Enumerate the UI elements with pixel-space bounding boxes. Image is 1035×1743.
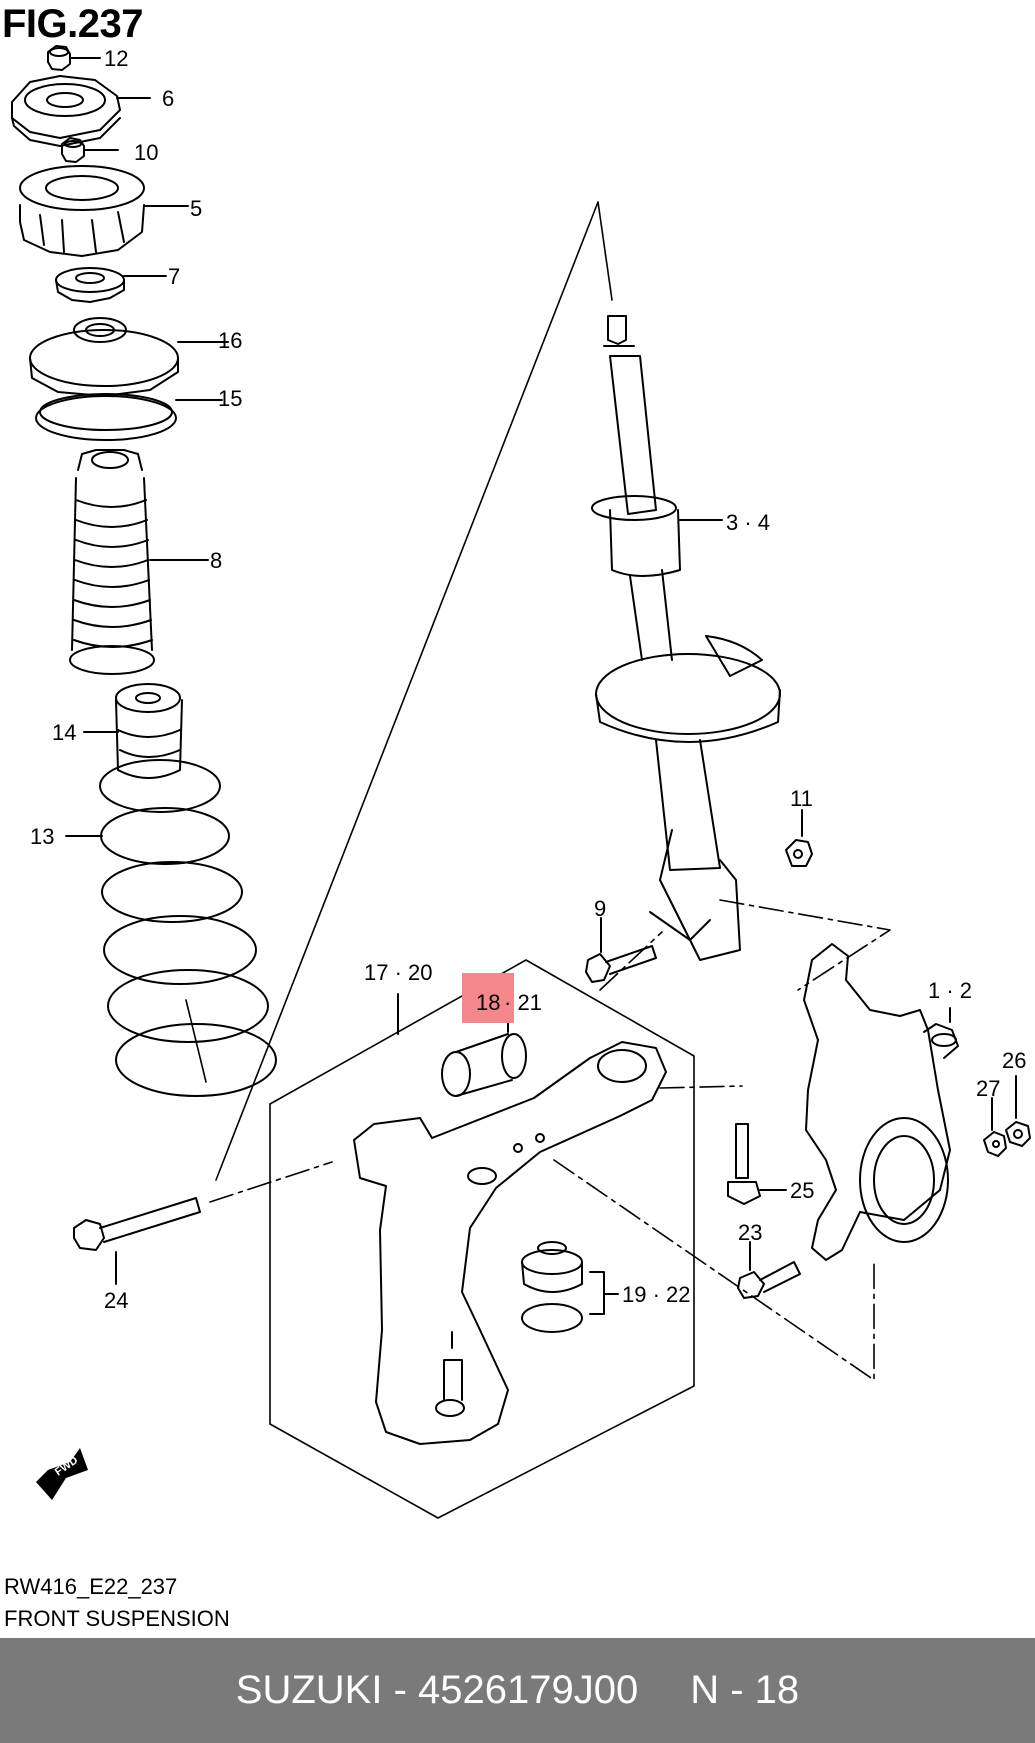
- assembly-pointer-line: [185, 201, 613, 1181]
- footer-brand-part: SUZUKI - 4526179J00: [235, 1668, 639, 1712]
- part-27-nut: [983, 1097, 1007, 1157]
- footer-bar: SUZUKI - 4526179J00 N - 18: [0, 1638, 1035, 1743]
- part-13-coil-spring: [65, 759, 277, 1097]
- callout-25: 25: [790, 1178, 814, 1203]
- callout-26: 26: [1002, 1048, 1026, 1073]
- callout-17-20: 17 · 20: [364, 960, 433, 985]
- callout-13: 13: [30, 824, 54, 849]
- callout-labels: 12 6 10 5 7 16 15 8 14 13 3 · 4 11 9 1 ·…: [30, 46, 1026, 1313]
- callout-18: 18: [476, 990, 500, 1015]
- callout-12: 12: [104, 46, 128, 71]
- callout-3-4: 3 · 4: [726, 510, 770, 535]
- callout-14: 14: [52, 720, 76, 745]
- part-10-nut: [61, 137, 119, 163]
- exploded-parts-diagram: FWD 12 6 10 5 7 16 15 8 14 13 3 · 4 11 9…: [11, 45, 1031, 1519]
- callout-27: 27: [976, 1076, 1000, 1101]
- lower-control-arm: [353, 1041, 667, 1445]
- part-15-insulator: [35, 393, 223, 441]
- callout-9: 9: [594, 896, 606, 921]
- part-18-21-bushing: [441, 1003, 527, 1097]
- lower-arm-group-box: [269, 959, 695, 1519]
- figure-title: FIG.237: [2, 2, 144, 46]
- part-12-nut: [47, 45, 101, 71]
- part-14-bump-stop: [83, 683, 183, 779]
- callout-21: · 21: [504, 990, 542, 1015]
- callout-1-2: 1 · 2: [928, 978, 972, 1003]
- diagram-code: RW416_E22_237: [4, 1574, 178, 1599]
- fwd-arrow-icon: FWD: [36, 1448, 88, 1500]
- callout-24: 24: [104, 1288, 128, 1313]
- callout-19-22: 19 · 22: [622, 1282, 691, 1307]
- part-7-bearing: [55, 267, 167, 303]
- part-1-2-steering-knuckle: [803, 943, 959, 1261]
- part-11-nut: [785, 809, 813, 867]
- part-3-4-strut: [591, 315, 781, 961]
- part-25-bolt: [727, 1123, 787, 1205]
- part-23-bolt: [737, 1241, 801, 1299]
- part-6-strut-mount: [11, 75, 151, 147]
- part-9-bolt: [585, 917, 657, 983]
- alignment-lines: [209, 899, 891, 1381]
- highlighted-part-marker: [462, 973, 514, 1023]
- callout-16: 16: [218, 328, 242, 353]
- callout-11: 11: [790, 786, 813, 811]
- callout-6: 6: [162, 86, 174, 111]
- callout-10: 10: [134, 140, 158, 165]
- callout-7: 7: [168, 264, 180, 289]
- part-26-nut: [1005, 1075, 1031, 1147]
- callout-23: 23: [738, 1220, 762, 1245]
- callout-5: 5: [190, 196, 202, 221]
- part-8-dust-boot: [69, 449, 209, 675]
- diagram-name: FRONT SUSPENSION: [4, 1606, 230, 1631]
- callout-8: 8: [210, 548, 222, 573]
- part-19-22-bushing: [521, 1241, 619, 1333]
- part-24-bolt: [73, 1197, 201, 1285]
- callout-15: 15: [218, 386, 242, 411]
- footer-page: N - 18: [690, 1668, 800, 1712]
- part-16-upper-spring-seat: [29, 317, 229, 397]
- part-5-spring-seat: [19, 165, 189, 257]
